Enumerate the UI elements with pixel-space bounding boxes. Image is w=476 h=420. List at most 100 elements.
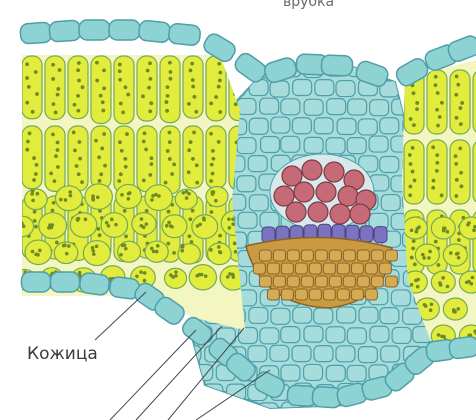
chloroplast-dot	[416, 285, 420, 289]
chloroplast-dot	[172, 251, 176, 255]
chloroplast-dot	[409, 162, 413, 166]
chloroplast-dot	[411, 246, 415, 250]
chloroplast-dot	[411, 146, 415, 150]
chloroplast-dot	[191, 78, 195, 82]
bundle-cell	[237, 138, 256, 154]
chloroplast-dot	[415, 107, 419, 111]
chloroplast-dot	[188, 217, 192, 221]
chloroplast-dot	[192, 131, 196, 135]
chloroplast-dot	[17, 278, 21, 282]
phloem-cell	[259, 250, 271, 261]
chloroplast-dot	[434, 75, 438, 79]
chloroplast-dot	[429, 308, 433, 312]
bundle-cell	[248, 156, 267, 172]
bundle-cell	[281, 327, 300, 343]
chloroplast-dot	[101, 109, 105, 113]
chloroplast-dot	[117, 179, 121, 183]
chloroplast-dot	[190, 62, 194, 66]
chloroplast-dot	[189, 69, 193, 73]
chloroplast-dot	[187, 102, 191, 106]
bundle-cell	[358, 119, 377, 135]
bundle-cell	[261, 137, 280, 153]
bundle-cell	[369, 404, 388, 420]
bundle-cell	[380, 308, 399, 324]
phloem-cell	[329, 250, 341, 261]
chloroplast-dot	[51, 77, 55, 81]
palisade-cell	[22, 56, 42, 119]
chloroplast-dot	[435, 108, 439, 112]
spongy-cell	[55, 186, 82, 211]
bundle-cell	[337, 118, 356, 134]
bundle-cell	[281, 136, 300, 152]
chloroplast-dot	[123, 209, 127, 213]
bundle-cell	[326, 365, 345, 381]
chloroplast-dot	[121, 111, 125, 115]
chloroplast-dot	[25, 101, 29, 105]
phloem-cell	[337, 289, 349, 300]
chloroplast-dot	[170, 172, 174, 176]
bundle-cell	[381, 346, 400, 362]
chloroplast-dot	[33, 210, 37, 214]
spongy-cell	[403, 217, 427, 239]
epidermis-label: Кожица	[27, 344, 98, 364]
chloroplast-dot	[466, 223, 470, 227]
bundle-cell	[238, 328, 257, 344]
chloroplast-dot	[73, 148, 77, 152]
chloroplast-dot	[171, 275, 175, 279]
xylem-vessel	[286, 202, 306, 222]
spongy-cell	[25, 189, 48, 210]
chloroplast-dot	[103, 164, 107, 168]
bundle-cell	[271, 308, 290, 324]
bundle-cell	[314, 118, 333, 134]
chloroplast-dot	[174, 270, 178, 274]
spongy-cell	[132, 213, 156, 235]
chloroplast-dot	[415, 230, 419, 234]
bundle-cell	[271, 117, 290, 133]
phloem-cell	[259, 276, 271, 287]
palisade-cell	[137, 56, 157, 121]
chloroplast-dot	[455, 75, 459, 79]
chloroplast-dot	[56, 87, 60, 91]
chloroplast-dot	[412, 239, 416, 243]
chloroplast-dot	[431, 145, 435, 149]
chloroplast-dot	[457, 256, 461, 260]
phloem-cell	[301, 276, 313, 287]
chloroplast-dot	[459, 122, 463, 126]
chloroplast-dot	[120, 149, 124, 153]
phloem-cell	[351, 289, 363, 300]
chloroplast-dot	[454, 194, 458, 198]
phloem-cell	[287, 250, 299, 261]
bundle-cell	[403, 308, 422, 324]
chloroplast-dot	[26, 140, 30, 144]
phloem-cell	[385, 276, 397, 287]
phloem-cell	[267, 263, 279, 274]
chloroplast-dot	[81, 85, 85, 89]
chloroplast-dot	[443, 226, 447, 230]
chloroplast-dot	[17, 226, 21, 230]
phloem-cell	[323, 263, 335, 274]
chloroplast-dot	[209, 179, 213, 183]
bundle-cell	[292, 118, 311, 134]
chloroplast-dot	[211, 192, 215, 196]
chloroplast-dot	[118, 69, 122, 73]
epidermis-cell	[20, 22, 52, 44]
cambium-cell	[360, 226, 373, 242]
chloroplast-dot	[76, 94, 80, 98]
spongy-cell	[116, 184, 142, 208]
chloroplast-dot	[25, 76, 29, 80]
chloroplast-dot	[54, 111, 58, 115]
chloroplast-dot	[145, 222, 149, 226]
chloroplast-dot	[435, 169, 439, 173]
chloroplast-dot	[56, 93, 60, 97]
chloroplast-dot	[434, 83, 438, 87]
chloroplast-dot	[75, 164, 79, 168]
bundle-cell	[347, 328, 366, 344]
phloem-cell	[329, 276, 341, 287]
chloroplast-dot	[460, 184, 464, 188]
bundle-cell	[260, 98, 279, 114]
epidermis-cell	[168, 23, 201, 46]
bundle-cell	[414, 403, 433, 419]
bundle-cell	[425, 385, 444, 401]
bundle-cell	[260, 328, 279, 344]
chloroplast-dot	[78, 271, 82, 275]
